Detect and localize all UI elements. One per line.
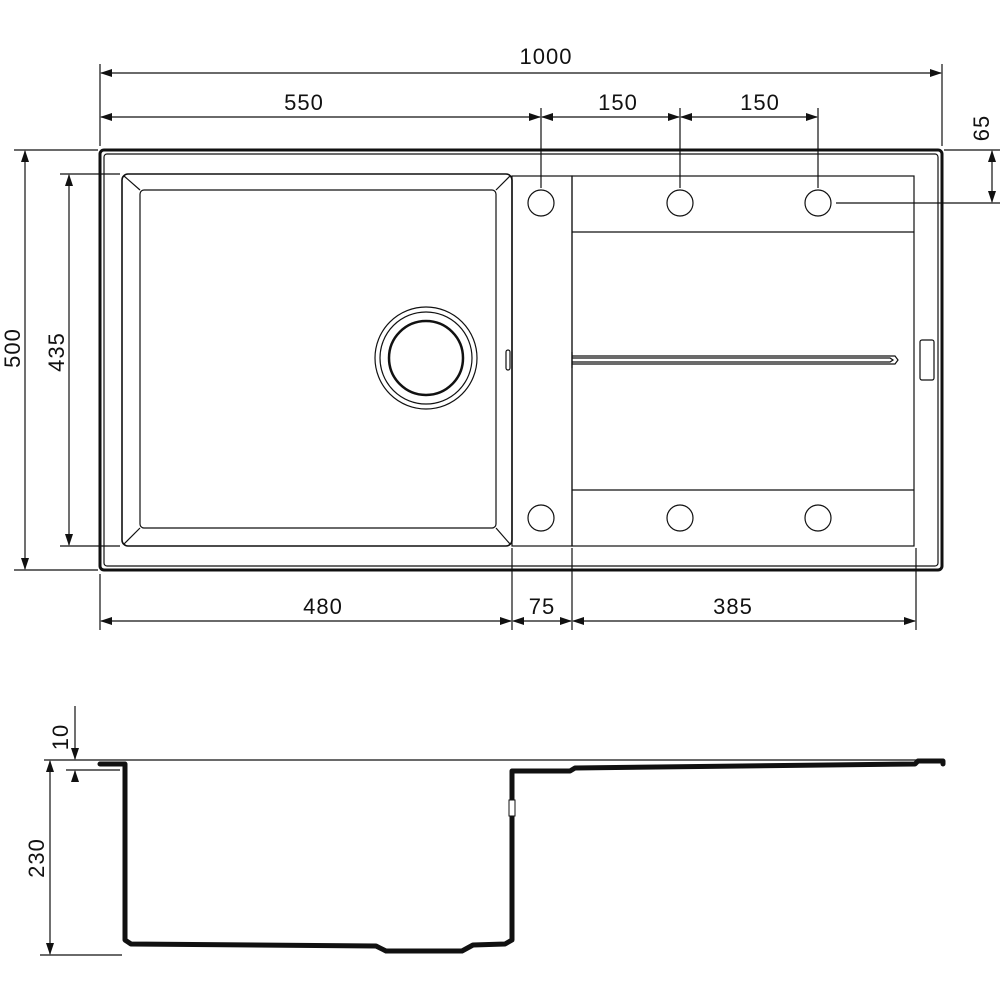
dim-overall-width: 1000 (520, 44, 573, 69)
tap-hole (804, 504, 832, 532)
overflow-marker (508, 799, 516, 817)
dim-bowl-depth: 435 (44, 332, 69, 372)
drain-inner (387, 319, 465, 397)
dim-bowl-width: 480 (303, 594, 343, 619)
dim-overall-depth: 500 (0, 328, 25, 368)
tap-hole (666, 504, 694, 532)
bowl (121, 173, 513, 547)
sink-inner-outline (103, 153, 939, 567)
top-view: 1000 550 150 150 65 500 435 480 7 (0, 44, 1000, 630)
dim-tap-row-offset: 65 (969, 115, 994, 141)
tap-hole (527, 504, 555, 532)
drainer (571, 175, 935, 547)
tap-holes (527, 189, 832, 532)
dim-bowl-offset: 550 (284, 90, 324, 115)
dim-drainer-width: 385 (713, 594, 753, 619)
sink-outline (98, 148, 944, 572)
divider-strip (511, 175, 573, 547)
dim-bowl-height: 230 (24, 838, 49, 878)
side-view: 10 230 (24, 706, 946, 956)
overflow-slot (505, 349, 511, 371)
dim-divider-width: 75 (529, 594, 555, 619)
sink-profile (97, 758, 946, 954)
dim-tap-spacing-1: 150 (598, 90, 638, 115)
dim-rim-thickness: 10 (48, 724, 73, 750)
dim-tap-spacing-2: 150 (740, 90, 780, 115)
tap-hole (666, 189, 694, 217)
drain-mid (379, 311, 473, 405)
drainer-end-slot (919, 339, 935, 381)
drain-outer (374, 306, 478, 410)
tap-hole (527, 189, 555, 217)
tap-hole (804, 189, 832, 217)
